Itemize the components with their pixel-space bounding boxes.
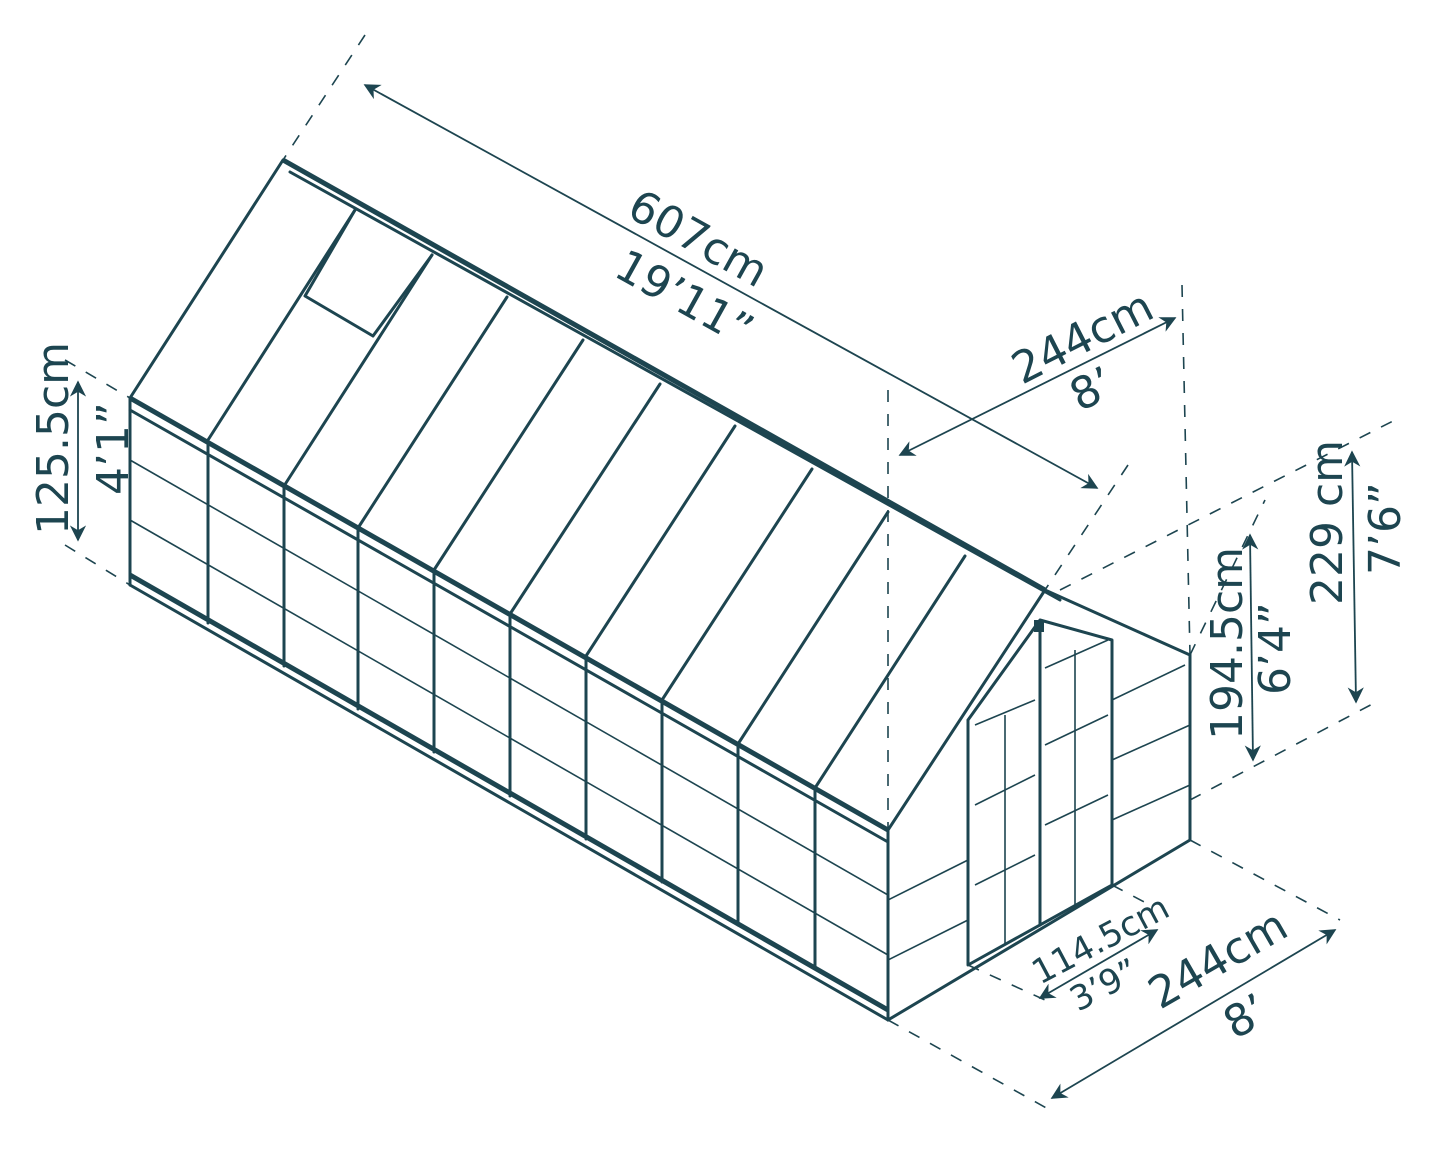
dimension-arrows xyxy=(69,84,1364,1099)
brand-badge-icon xyxy=(1034,620,1044,632)
greenhouse-structure xyxy=(128,157,1192,1022)
total-height-imperial-label: 7’6” xyxy=(1360,482,1411,575)
front-gable-left xyxy=(886,588,1047,832)
base-width-imperial-label: 8’ xyxy=(1215,984,1277,1049)
door-height-imperial-label: 6’4” xyxy=(1250,602,1301,695)
dimension-labels: 607cm 19’11” 244cm 8’ 125.5cm 4’1” 194.5… xyxy=(28,180,1411,1050)
front-gable-right xyxy=(1043,588,1192,657)
total-height-metric-label: 229 cm xyxy=(1302,440,1353,605)
side-height-imperial-label: 4’1” xyxy=(88,402,139,495)
side-wall-posts xyxy=(206,438,890,1022)
door-height-metric-label: 194.5cm xyxy=(1202,547,1253,740)
roof-vent xyxy=(303,208,434,338)
double-doors xyxy=(966,618,1114,967)
side-height-metric-label: 125.5cm xyxy=(28,342,79,535)
side-wall-rails xyxy=(129,459,889,956)
